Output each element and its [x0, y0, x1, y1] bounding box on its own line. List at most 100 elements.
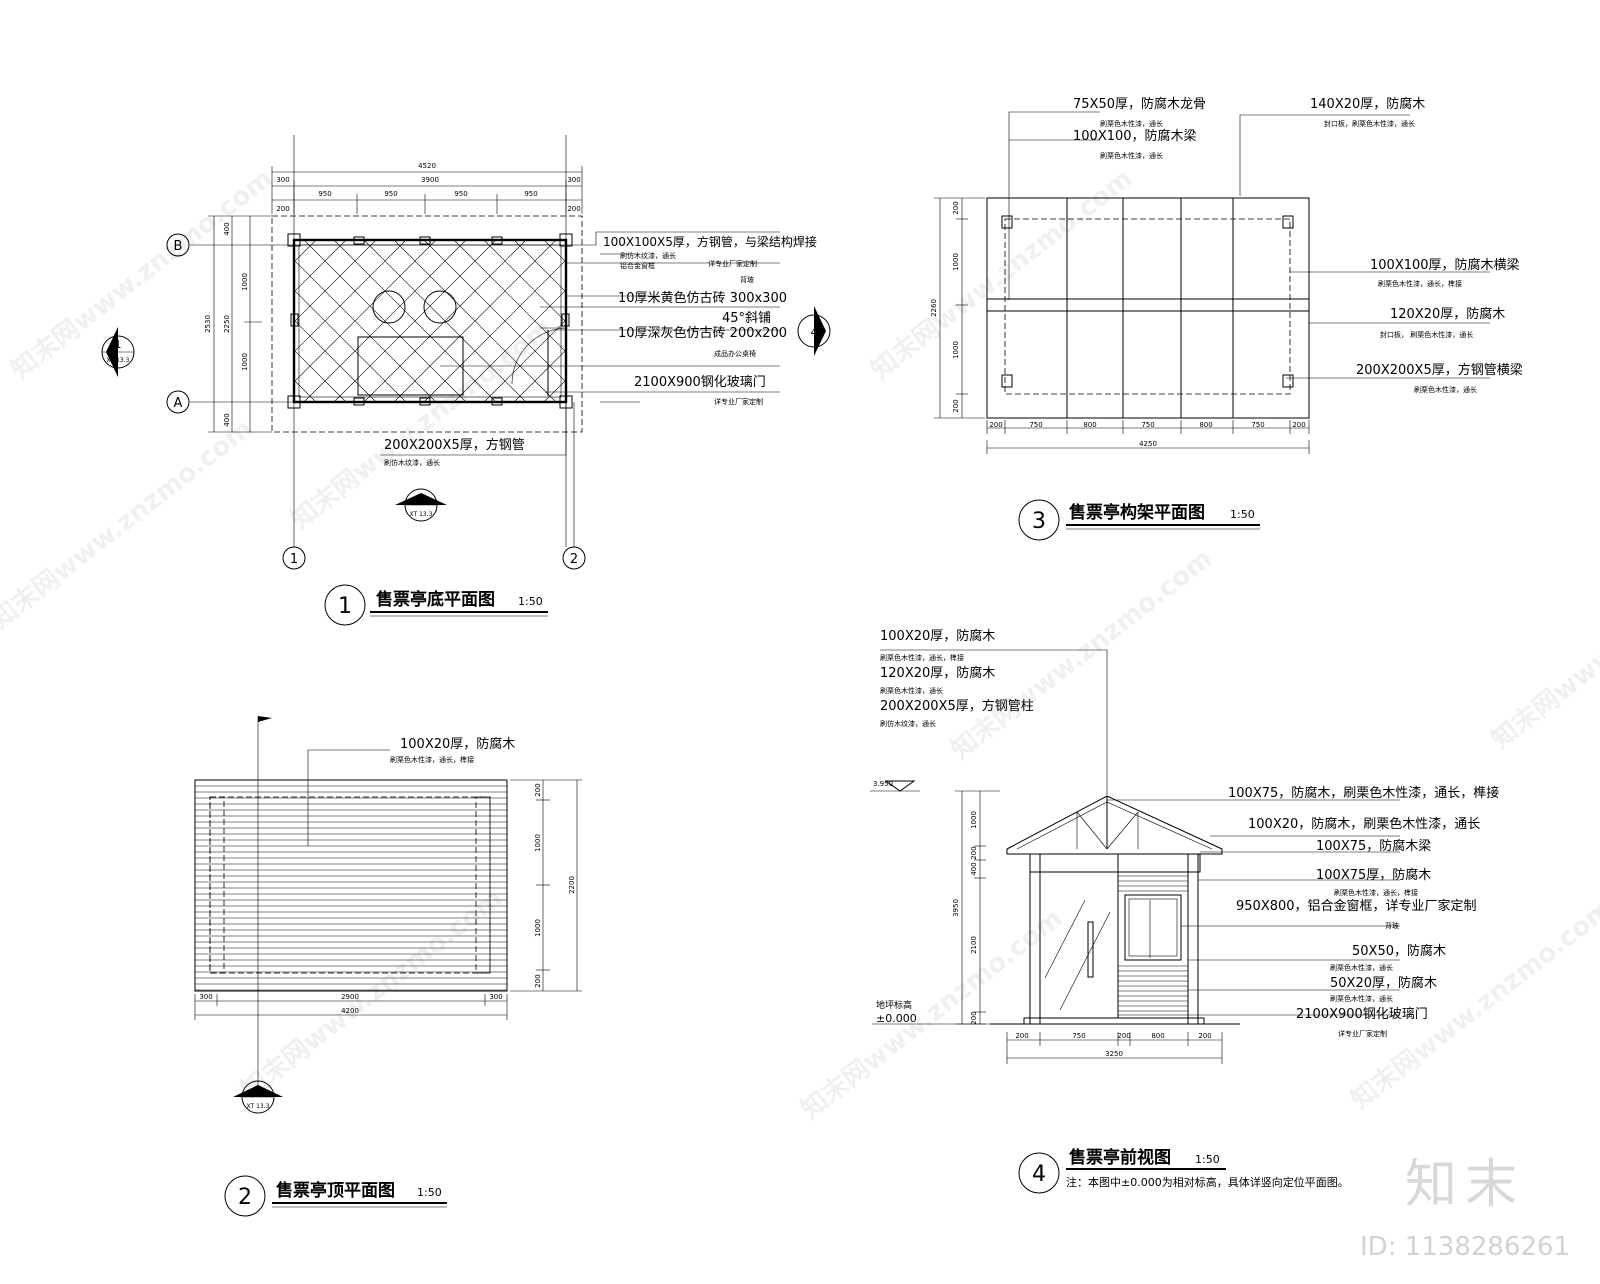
note: 200X200X5厚，方钢管柱	[880, 698, 1034, 714]
note: 100X20厚，防腐木	[880, 628, 995, 644]
dim-text: 3250	[1105, 1050, 1123, 1058]
window-inner	[1128, 898, 1178, 957]
dim-text: 950	[318, 190, 331, 198]
mullion	[419, 397, 431, 406]
dim-text: 2100	[970, 936, 978, 954]
dim-text: 950	[384, 190, 397, 198]
roof-gable	[1006, 795, 1223, 855]
section-number: 1	[115, 338, 122, 351]
dim-text: 300	[276, 176, 289, 184]
note: 刷栗色木性漆，通长	[1414, 385, 1477, 394]
drawing-number: 1	[338, 594, 352, 619]
dim-text: 750	[1029, 421, 1042, 429]
tile-joint	[333, 240, 497, 402]
post-marker	[1282, 215, 1294, 229]
wall-panel	[1117, 853, 1189, 1019]
glass-reflection	[1059, 911, 1111, 1011]
outer-boundary	[271, 215, 583, 433]
title-bubble	[1018, 499, 1060, 541]
dim-text: 1000	[241, 273, 249, 291]
note: 100X75，防腐木，刷栗色木性漆，通长，榫接	[1228, 785, 1499, 801]
dim-text: 4250	[1139, 440, 1157, 448]
mullion	[290, 313, 299, 327]
axis-bubble-1	[282, 546, 306, 570]
section-flag	[258, 716, 272, 722]
watermark-text: 知末网www.znzmo.com	[1486, 533, 1600, 755]
drawing-scale: 1:50	[1195, 1153, 1220, 1166]
note: 10厚深灰色仿古砖 200x200	[618, 325, 787, 341]
note: 刷栗色木性漆，通长	[1330, 963, 1393, 972]
tile-joint	[294, 240, 407, 353]
dim-text: 950	[454, 190, 467, 198]
roof-inner-line	[1016, 801, 1213, 850]
roof-brace	[1076, 811, 1108, 850]
dim-text: 300	[489, 993, 502, 1001]
wall-siding	[1118, 875, 1188, 1012]
dim-text: 3950	[952, 899, 960, 917]
drawing-number: 4	[1032, 1162, 1046, 1187]
tile-joint	[294, 240, 347, 293]
watermark-text: 知末网www.znzmo.com	[6, 163, 278, 385]
note: 详专业厂家定制	[1338, 1029, 1387, 1038]
watermark-text: 知末网www.znzmo.com	[946, 543, 1218, 765]
section-marker-2: 2 XT 13.3	[395, 488, 447, 522]
dim-text: 800	[1199, 421, 1212, 429]
chair	[423, 290, 457, 324]
dim-text: 4200	[341, 1007, 359, 1015]
dim-text: 750	[1141, 421, 1154, 429]
title-bubble	[1018, 1152, 1060, 1194]
post-marker	[1001, 215, 1013, 229]
note: 10厚米黄色仿古砖 300x300	[618, 290, 787, 306]
section-marker-3: 3 XT 13.3	[233, 1080, 283, 1114]
dim-text: 200	[1015, 1032, 1028, 1040]
dim-text: 3900	[421, 176, 439, 184]
mullion	[419, 236, 431, 245]
door-handle	[1087, 921, 1094, 978]
drawing-scale: 1:50	[1230, 508, 1255, 521]
column	[1187, 853, 1199, 1025]
dim-text: 200	[534, 974, 542, 987]
dim-text: 750	[1072, 1032, 1085, 1040]
note: 140X20厚，防腐木	[1310, 96, 1425, 112]
leader-line	[1008, 111, 1100, 300]
dim-text: 1000	[970, 811, 978, 829]
dim-text: 200	[1292, 421, 1305, 429]
note: 45°斜铺	[722, 311, 771, 326]
glass-reflection	[1044, 899, 1086, 979]
tile-joint	[393, 240, 557, 402]
dim-text: 200	[952, 399, 960, 412]
level-marker	[884, 780, 916, 792]
drawing-title: 售票亭构架平面图	[1069, 502, 1205, 523]
note: 详专业厂家定制	[714, 397, 763, 406]
note: 100X100厚，防腐木横梁	[1370, 257, 1520, 273]
mullion	[561, 313, 570, 327]
dim-text: 1000	[534, 834, 542, 852]
section-number: 4	[811, 326, 818, 339]
roof-outline	[194, 779, 508, 992]
ground-level: ±0.000	[876, 1012, 917, 1025]
note-main: 100X100X5厚，方钢管，与梁结构焊接	[603, 234, 817, 249]
section-ref: XT 13.3	[410, 511, 433, 518]
note: 刷仿木纹漆，通长	[880, 719, 936, 728]
note: 刷栗色木性漆，通长，榫接	[1334, 888, 1418, 897]
front-elevation: 3.950 地坪标高 ±0.000 100X20厚，防腐木 刷栗色木性漆，通长，…	[870, 628, 1499, 1194]
axis-bubble-a	[166, 390, 190, 414]
roof-plan: 100X20厚，防腐木 刷栗色木性漆，通长，榫接 300 2900 300 42…	[194, 716, 582, 1217]
title-bubble	[324, 584, 366, 626]
mullion	[491, 236, 503, 245]
dim-text: 4520	[418, 162, 436, 170]
level-top: 3.950	[873, 780, 893, 788]
note: 刷栗色木性漆，通长	[1100, 119, 1163, 128]
leader-line	[1239, 114, 1410, 196]
tile-joint	[423, 259, 566, 402]
dim-text: 200	[970, 846, 978, 859]
dim-text: 800	[1151, 1032, 1164, 1040]
note: 50X20厚，防腐木	[1330, 975, 1437, 991]
frame-grid	[1066, 198, 1234, 418]
tile-joint	[294, 240, 437, 383]
image-id: ID: 1138286261	[1360, 1232, 1570, 1262]
mullion	[353, 397, 365, 406]
note: 刷栗色木性漆，通长	[880, 686, 943, 695]
